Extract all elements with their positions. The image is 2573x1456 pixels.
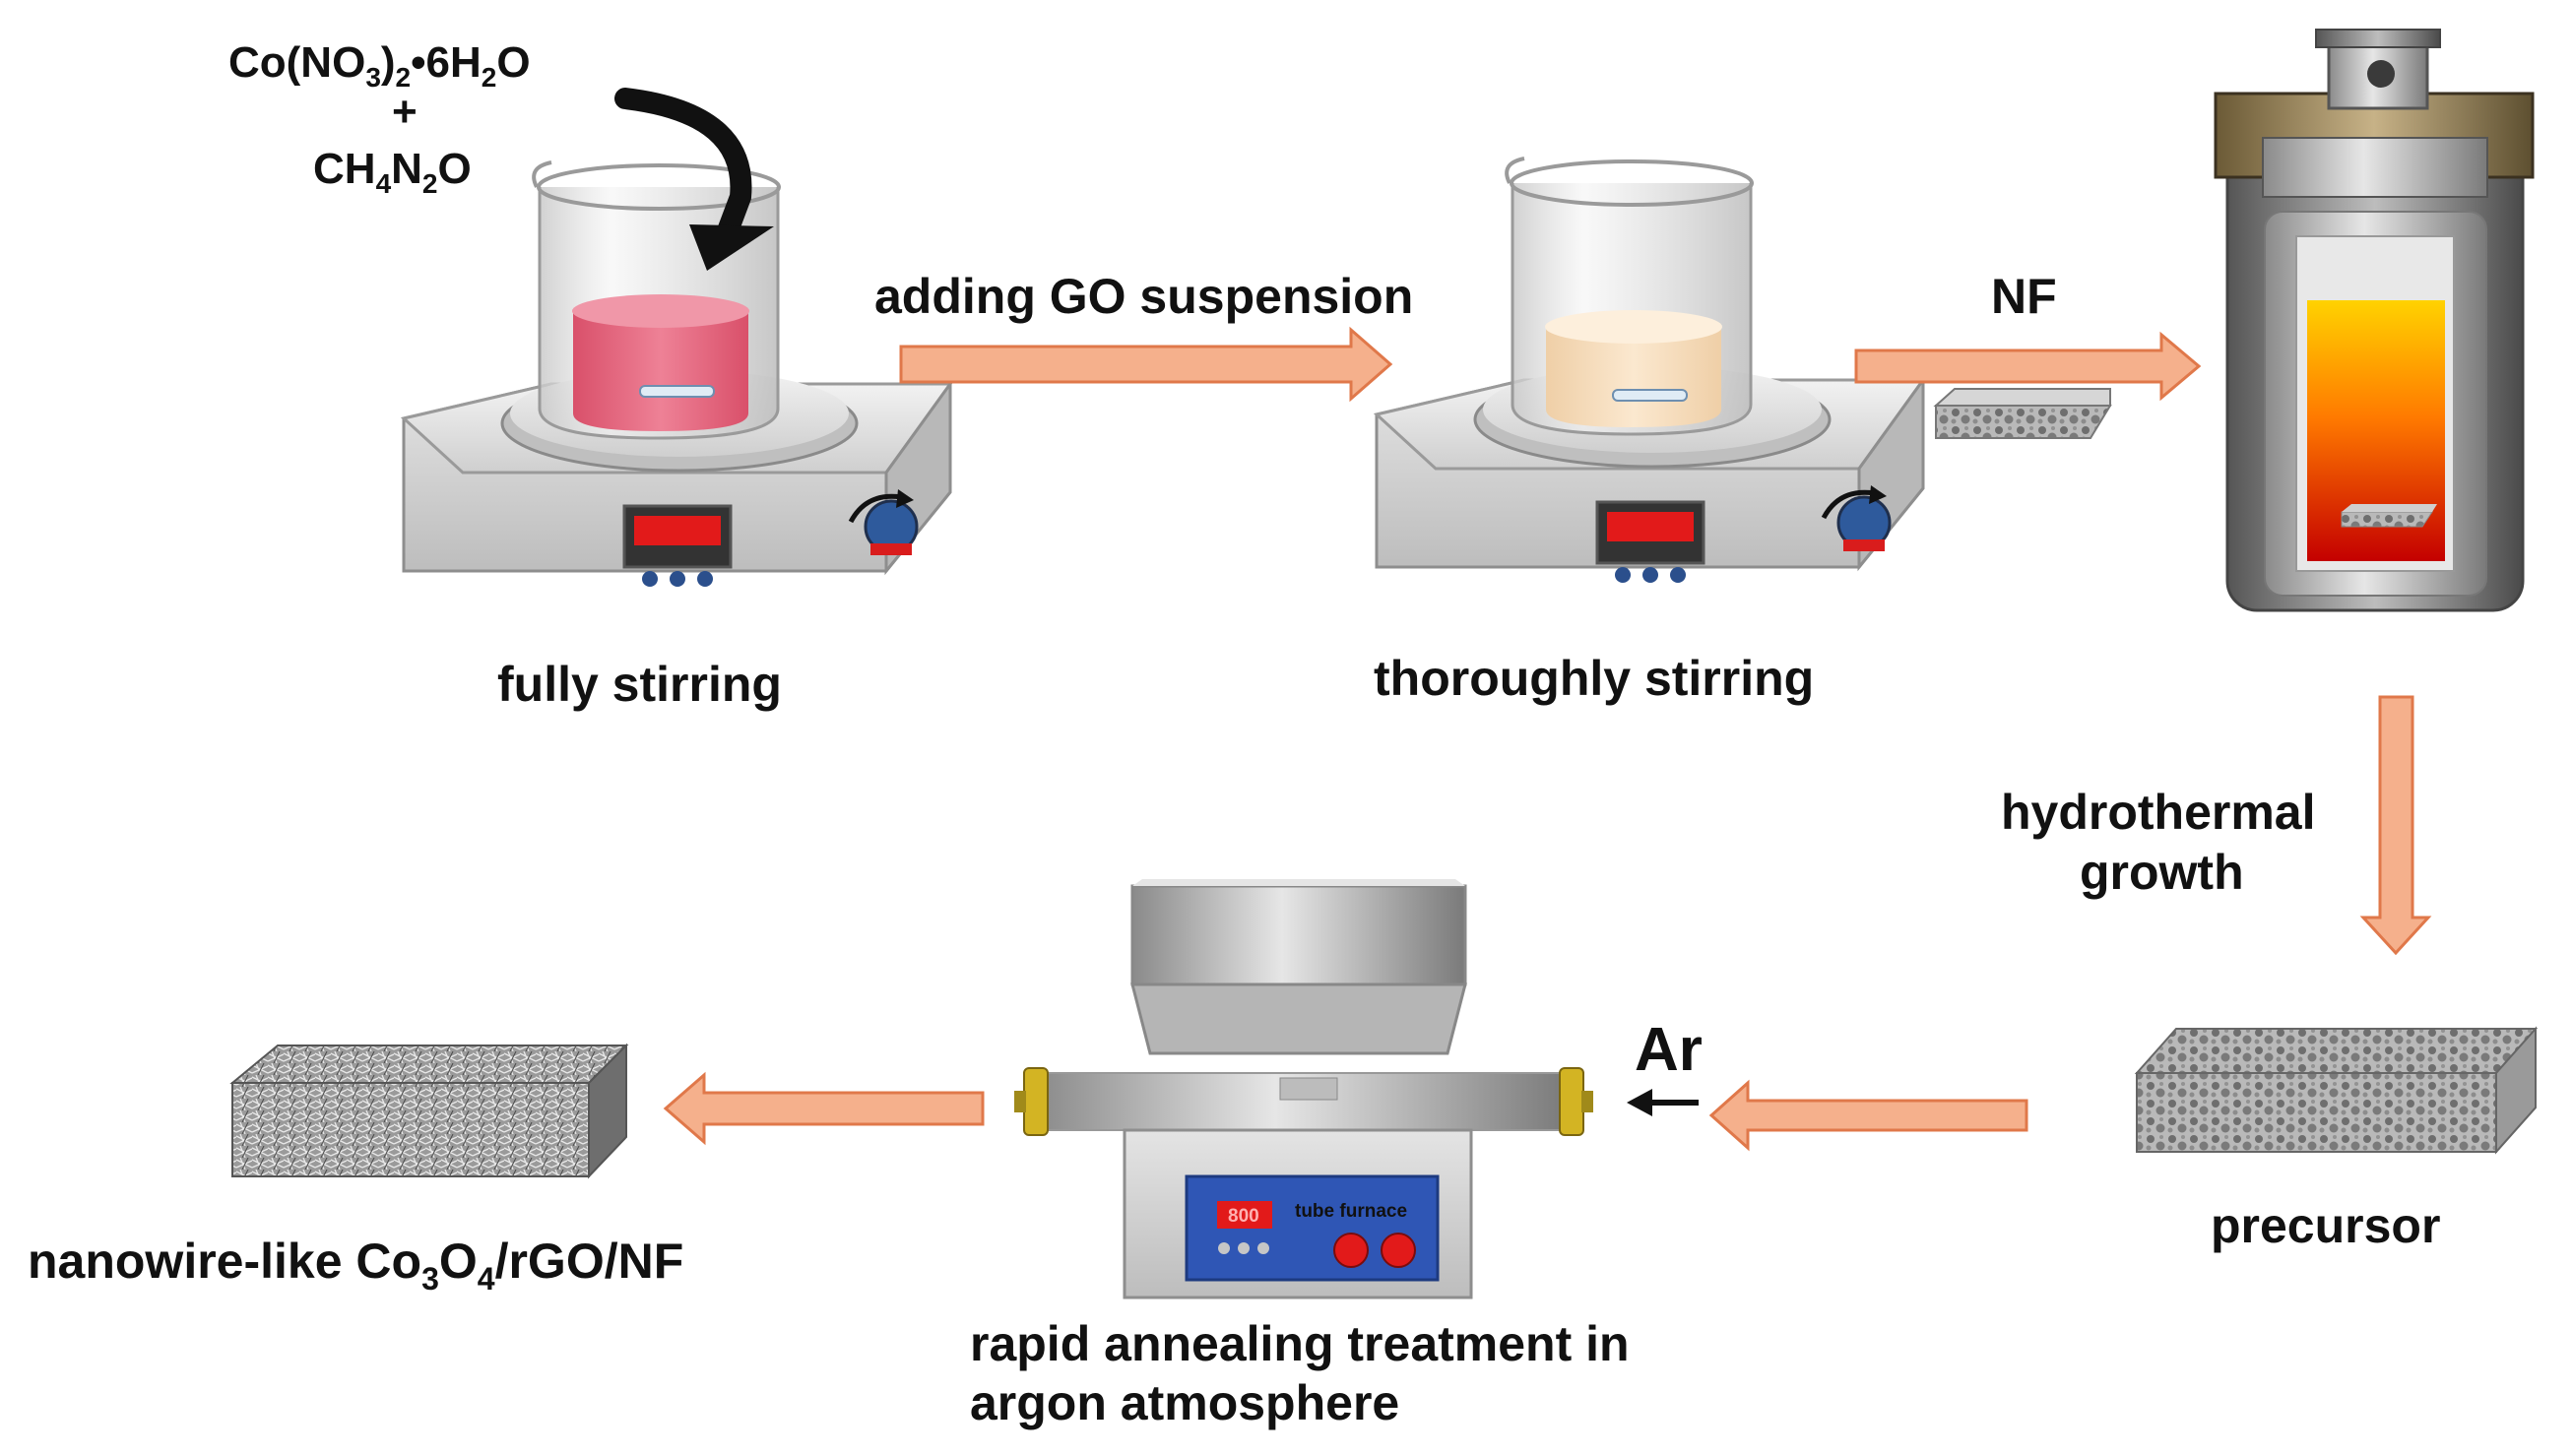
arrow-1 xyxy=(899,326,1393,403)
product-foam-icon xyxy=(229,1043,629,1179)
step4-label-line1: rapid annealing treatment in xyxy=(970,1316,1630,1371)
stirrer-left-icon xyxy=(400,160,953,587)
arrow-4 xyxy=(1708,1079,2028,1152)
gas-flow-arrow-icon xyxy=(1627,1089,1699,1116)
step4-label-line2: argon atmosphere xyxy=(970,1375,1399,1430)
reagent-cobalt-nitrate: Co(NO3)2•6H2O xyxy=(228,38,531,93)
stirrer-right-icon xyxy=(1373,157,1926,583)
step1-label: fully stirring xyxy=(497,657,782,712)
arrow-3 xyxy=(2359,695,2432,956)
reagents-label: Co(NO3)2•6H2O + CH4N2O xyxy=(228,38,531,199)
tube-furnace-icon: 800 tube furnace xyxy=(1014,879,1593,1299)
arrow3-label-line1: hydrothermal xyxy=(2001,785,2316,840)
precursor-foam-icon xyxy=(2134,1026,2539,1155)
reagent-plus: + xyxy=(392,88,418,136)
curved-arrow-icon xyxy=(614,88,774,271)
step3-label: precursor xyxy=(2211,1198,2440,1253)
arrow2-label: NF xyxy=(1991,269,2057,324)
autoclave-icon xyxy=(2214,29,2535,612)
arrow-5 xyxy=(663,1071,985,1146)
nickel-foam-icon xyxy=(1933,388,2112,439)
product-label: nanowire-like Co3O4/rGO/NF xyxy=(28,1234,683,1297)
step2-label: thoroughly stirring xyxy=(1374,651,1814,706)
reagent-urea: CH4N2O xyxy=(313,145,472,199)
arrow-2 xyxy=(1854,331,2202,402)
arrow1-label: adding GO suspension xyxy=(874,269,1413,324)
gas-label: Ar xyxy=(1635,1016,1703,1084)
furnace-panel-label: tube furnace xyxy=(1295,1201,1407,1222)
arrow3-label-line2: growth xyxy=(2080,845,2244,900)
furnace-display-readout: 800 xyxy=(1228,1206,1259,1227)
